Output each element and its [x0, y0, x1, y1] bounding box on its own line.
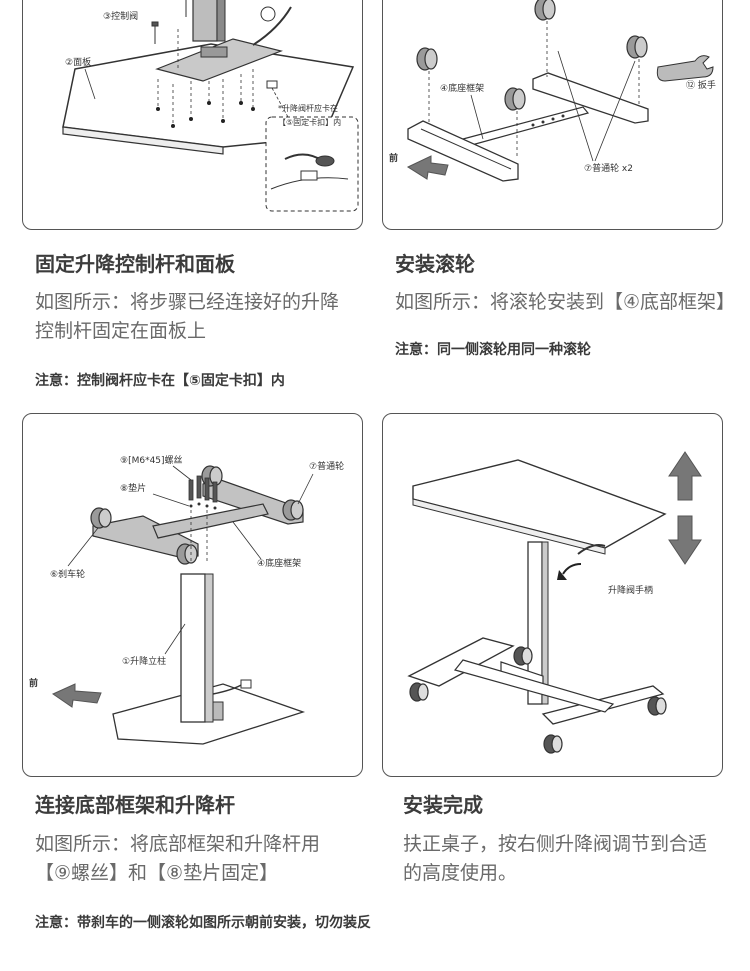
step3-note: 注意：带刹车的一侧滚轮如图所示朝前安装，切勿装反 — [35, 915, 371, 931]
step2-label-frame: ④底座框架 — [440, 82, 484, 94]
step4-body-line1: 扶正桌子，按右侧升降阀调节到合适 — [403, 833, 708, 855]
step3-illustration: ⑨[M6*45]螺丝 ⑧垫片 ⑦普通轮 ⑥刹车轮 ④底座框架 ①升降立柱 前 — [22, 413, 363, 777]
step4-label-handle: 升降阀手柄 — [608, 584, 653, 596]
step3-label-front: 前 — [29, 677, 38, 689]
step2-drawing: ⑫ 扳手 ④底座框架 ⑦普通轮 x2 前 — [389, 0, 716, 182]
step1-drawing: ③控制阀 ②面板 *升降阀杆应卡在 【⑤固定卡扣】内 — [62, 0, 359, 212]
step2-label-wrench: ⑫ 扳手 — [686, 79, 716, 91]
step2-body: 如图所示：将滚轮安装到【④底部框架】 — [395, 291, 736, 313]
step2-note: 注意：同一侧滚轮用同一种滚轮 — [395, 342, 591, 358]
step3-label-column: ①升降立柱 — [122, 655, 166, 667]
step4-body-line2: 的高度使用。 — [403, 862, 518, 884]
step2-label-front: 前 — [389, 152, 398, 164]
step3-body-line1: 如图所示：将底部框架和升降杆用 — [35, 833, 321, 855]
step1-label-valve: ③控制阀 — [103, 10, 138, 22]
step2-label-wheel: ⑦普通轮 x2 — [584, 162, 633, 174]
step3-body-line2: 【⑨螺丝】和【⑧垫片固定】 — [35, 862, 279, 884]
step3-label-washer: ⑧垫片 — [120, 482, 146, 494]
step4-drawing: 升降阀手柄 — [407, 451, 702, 754]
step3-label-frame: ④底座框架 — [257, 557, 301, 569]
step2-title: 安装滚轮 — [395, 252, 475, 276]
step1-label-clip-line1: *升降阀杆应卡在 — [278, 103, 338, 113]
step3-label-brake: ⑥刹车轮 — [50, 568, 85, 580]
step1-note: 注意：控制阀杆应卡在【⑤固定卡扣】内 — [35, 373, 285, 389]
step1-label-panel: ②面板 — [65, 56, 91, 68]
step3-title: 连接底部框架和升降杆 — [35, 793, 235, 817]
step1-body: 如图所示：将步骤已经连接好的升降 控制杆固定在面板上 — [35, 288, 375, 346]
step1-body-line2: 控制杆固定在面板上 — [35, 320, 207, 342]
step3-body: 如图所示：将底部框架和升降杆用 【⑨螺丝】和【⑧垫片固定】 — [35, 830, 375, 888]
step4-title: 安装完成 — [403, 793, 483, 817]
step3-label-wheel: ⑦普通轮 — [309, 460, 344, 472]
step4-body: 扶正桌子，按右侧升降阀调节到合适 的高度使用。 — [403, 830, 748, 888]
step3-drawing: ⑨[M6*45]螺丝 ⑧垫片 ⑦普通轮 ⑥刹车轮 ④底座框架 ①升降立柱 前 — [29, 454, 344, 745]
step1-label-clip-line2: 【⑤固定卡扣】内 — [278, 117, 341, 127]
step1-illustration: ③控制阀 ②面板 *升降阀杆应卡在 【⑤固定卡扣】内 — [22, 0, 363, 230]
step1-body-line1: 如图所示：将步骤已经连接好的升降 — [35, 291, 340, 313]
step4-illustration: 升降阀手柄 — [382, 413, 723, 777]
step2-illustration: ⑫ 扳手 ④底座框架 ⑦普通轮 x2 前 — [382, 0, 723, 230]
step3-label-screw: ⑨[M6*45]螺丝 — [120, 454, 183, 466]
step1-title: 固定升降控制杆和面板 — [35, 252, 235, 276]
